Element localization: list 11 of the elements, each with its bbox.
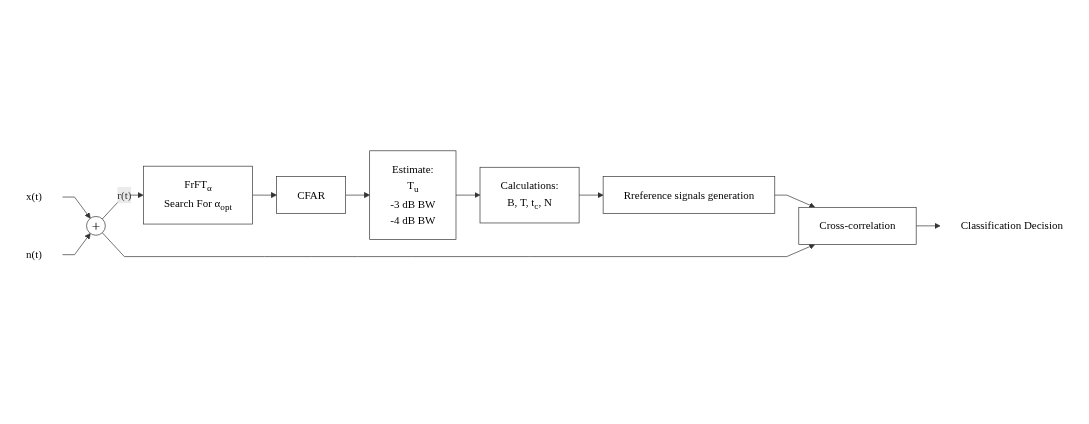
node-box: CFAR [276, 176, 346, 214]
node-text: x(t) [26, 190, 42, 203]
node-box: Estimate: T$_{u}$ -3 dB BW -4 dB BW [369, 150, 457, 240]
node-box: Calculations: B, T, t$_{c}$, N [479, 166, 580, 224]
node-text: Classification Decision [960, 219, 1063, 232]
node-box: FrFT$_{α}$ Search For α$_{opt}$ [143, 165, 253, 225]
edge-label: r(t) [117, 188, 132, 201]
node-box: Rreference signals generation [602, 176, 776, 214]
node-box: Cross-correlation [798, 207, 917, 245]
node-circle: + [86, 216, 106, 236]
node-text: n(t) [26, 248, 42, 261]
